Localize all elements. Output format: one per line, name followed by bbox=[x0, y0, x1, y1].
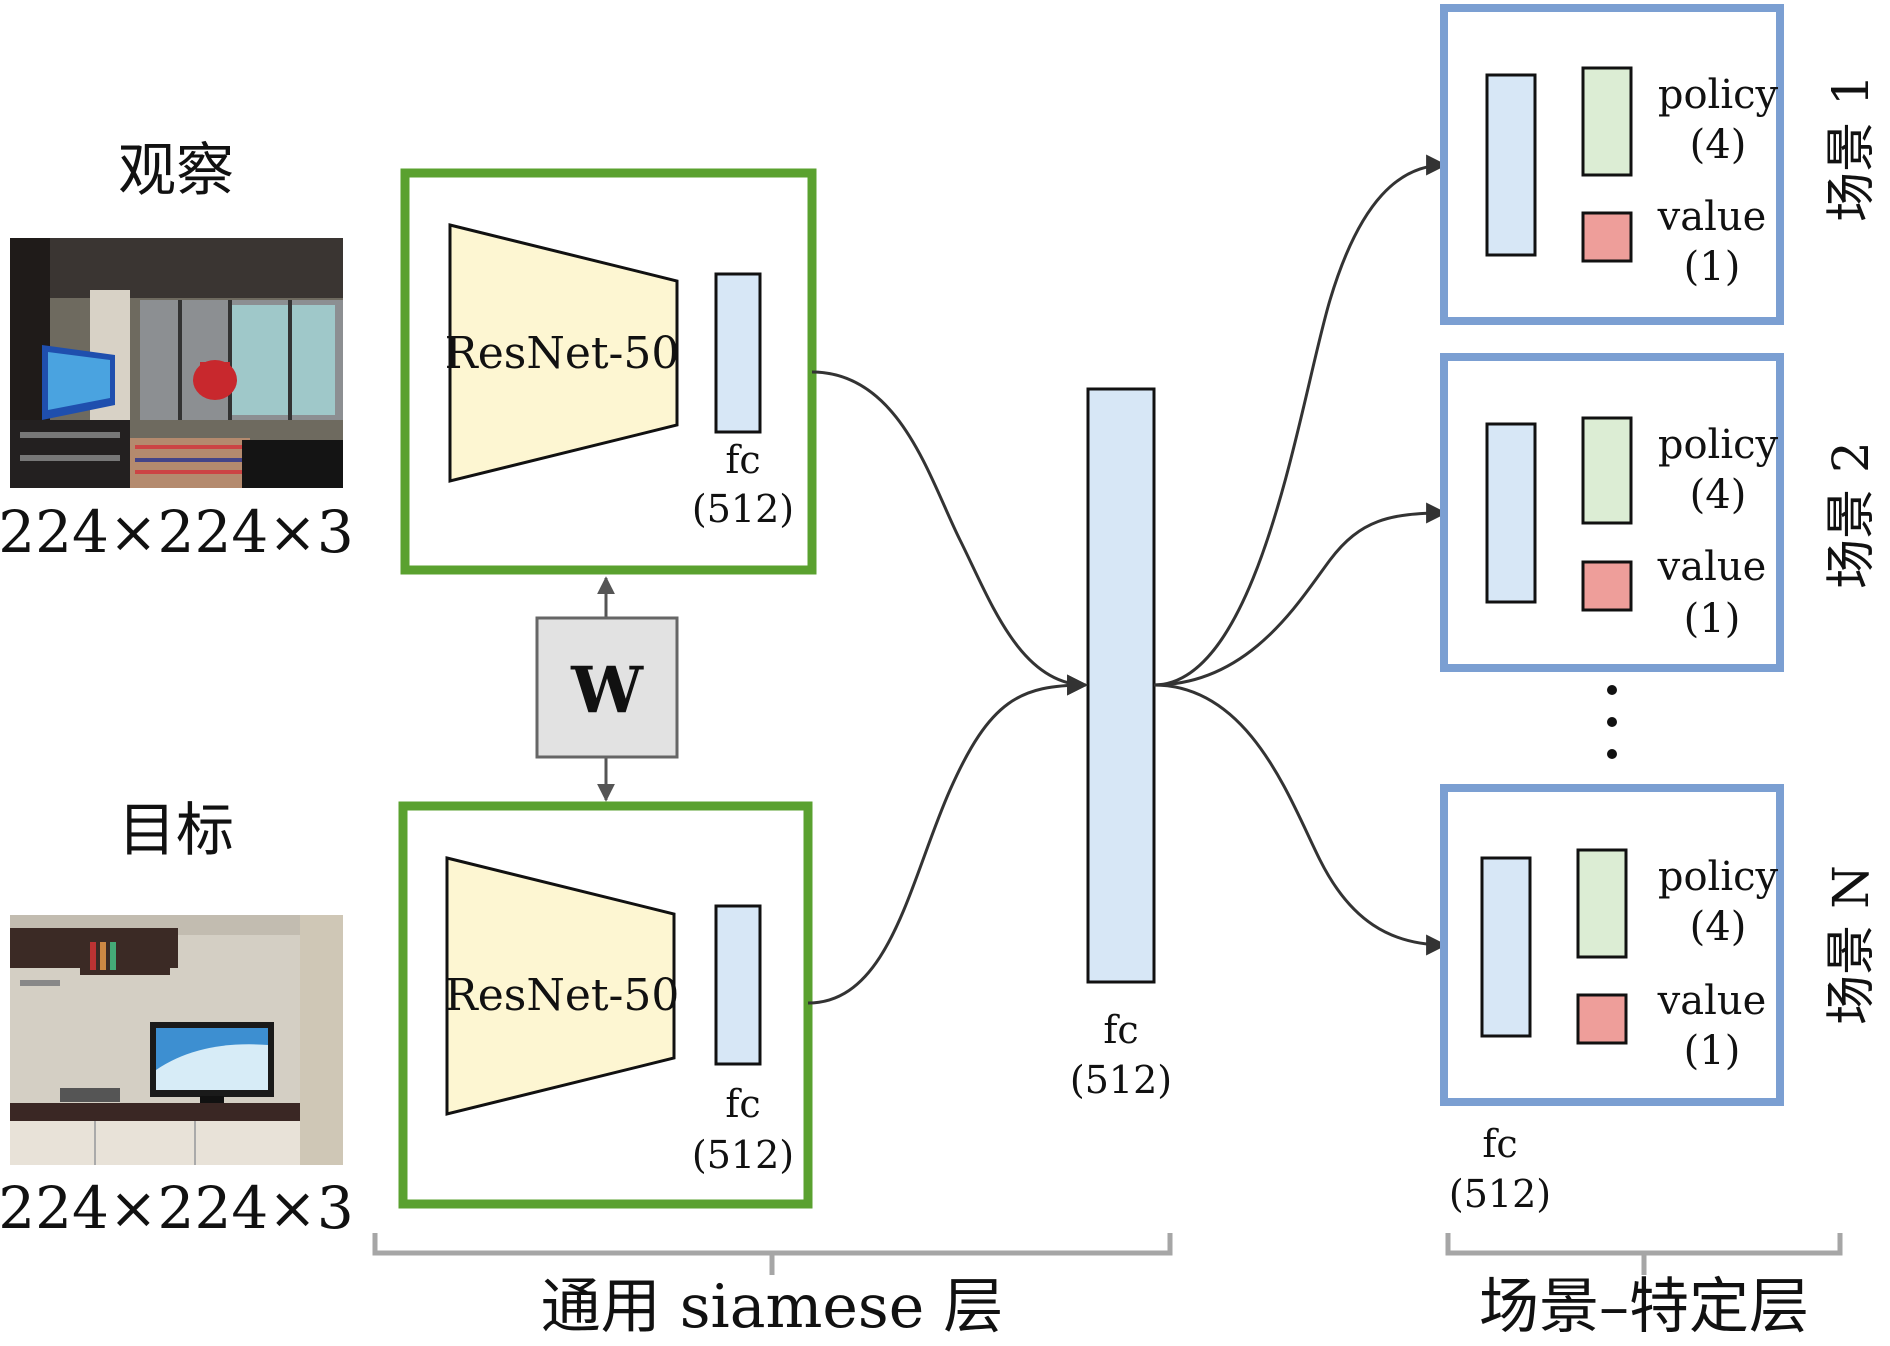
scene-title: 场景 2 bbox=[1822, 441, 1880, 589]
value-label: value bbox=[1657, 978, 1767, 1024]
more-scenes-ellipsis bbox=[1607, 685, 1617, 759]
scene-specific-fc-label: fc bbox=[1482, 1122, 1517, 1166]
siamese-connectors bbox=[807, 370, 1089, 1005]
resnet-label: ResNet-50 bbox=[445, 970, 680, 1021]
connector-scene-n bbox=[1153, 683, 1448, 956]
scene-specific-fc-size: (512) bbox=[1449, 1172, 1551, 1216]
policy-label: policy bbox=[1658, 854, 1779, 900]
siamese-block-target: ResNet-50 fc (512) bbox=[398, 801, 813, 1209]
policy-output bbox=[1576, 848, 1628, 959]
value-output bbox=[1581, 211, 1633, 263]
connector-observation bbox=[811, 370, 1089, 696]
value-label: value bbox=[1657, 194, 1767, 240]
fc-label: fc bbox=[725, 438, 760, 482]
policy-size: (4) bbox=[1690, 122, 1747, 168]
scene-1-block: policy (4) value (1) 场景 1 bbox=[1440, 4, 1880, 325]
value-size: (1) bbox=[1684, 596, 1741, 642]
value-size: (1) bbox=[1684, 1028, 1741, 1074]
policy-output bbox=[1581, 416, 1633, 525]
policy-size: (4) bbox=[1690, 904, 1747, 950]
observation-label: 观察 bbox=[118, 136, 234, 204]
policy-size: (4) bbox=[1690, 472, 1747, 518]
scene-n-block: policy (4) value (1) 场景 N bbox=[1440, 784, 1880, 1106]
fc-layer bbox=[714, 272, 762, 434]
resnet-backbone bbox=[448, 223, 679, 483]
policy-output bbox=[1581, 66, 1633, 177]
fusion-fc-size: (512) bbox=[1070, 1058, 1172, 1102]
weight-box bbox=[535, 616, 679, 759]
value-size: (1) bbox=[1684, 244, 1741, 290]
fusion-fc-layer bbox=[1086, 387, 1156, 984]
connector-target bbox=[807, 674, 1089, 1005]
policy-label: policy bbox=[1658, 72, 1779, 118]
scene-fc-layer bbox=[1480, 856, 1532, 1038]
siamese-block-observation: ResNet-50 fc (512) bbox=[400, 168, 817, 575]
value-output bbox=[1581, 560, 1633, 612]
observation-size: 224×224×3 bbox=[0, 498, 354, 566]
fc-size: (512) bbox=[692, 487, 794, 531]
weight-label: W bbox=[570, 653, 644, 728]
fc-size: (512) bbox=[692, 1133, 794, 1177]
resnet-label: ResNet-50 bbox=[445, 328, 680, 379]
scene-specific-bracket bbox=[1445, 1233, 1843, 1275]
target-label: 目标 bbox=[118, 796, 234, 864]
siamese-bracket bbox=[372, 1233, 1173, 1275]
policy-label: policy bbox=[1658, 422, 1779, 468]
value-output bbox=[1576, 993, 1628, 1045]
observation-image bbox=[10, 238, 343, 488]
scene-title: 场景 N bbox=[1822, 865, 1880, 1025]
siamese-section-label: 通用 siamese 层 bbox=[541, 1272, 1004, 1342]
value-label: value bbox=[1657, 544, 1767, 590]
scene-2-block: policy (4) value (1) 场景 2 bbox=[1440, 353, 1880, 672]
scene-connectors bbox=[1153, 154, 1448, 956]
fusion-fc-label: fc bbox=[1103, 1008, 1138, 1052]
fusion-fc: fc (512) bbox=[1070, 387, 1172, 1102]
scene-fc-layer bbox=[1485, 422, 1537, 604]
target-image bbox=[10, 915, 343, 1165]
fc-label: fc bbox=[725, 1082, 760, 1126]
connector-scene-1 bbox=[1153, 154, 1448, 687]
connector-scene-2 bbox=[1153, 502, 1448, 687]
shared-weights: W bbox=[535, 576, 679, 802]
scene-fc-layer bbox=[1485, 73, 1537, 257]
scene-title: 场景 1 bbox=[1822, 74, 1880, 222]
scene-specific-section-label: 场景–特定层 bbox=[1479, 1272, 1809, 1342]
resnet-backbone bbox=[445, 856, 676, 1116]
target-size: 224×224×3 bbox=[0, 1174, 354, 1242]
fc-layer bbox=[714, 904, 762, 1066]
